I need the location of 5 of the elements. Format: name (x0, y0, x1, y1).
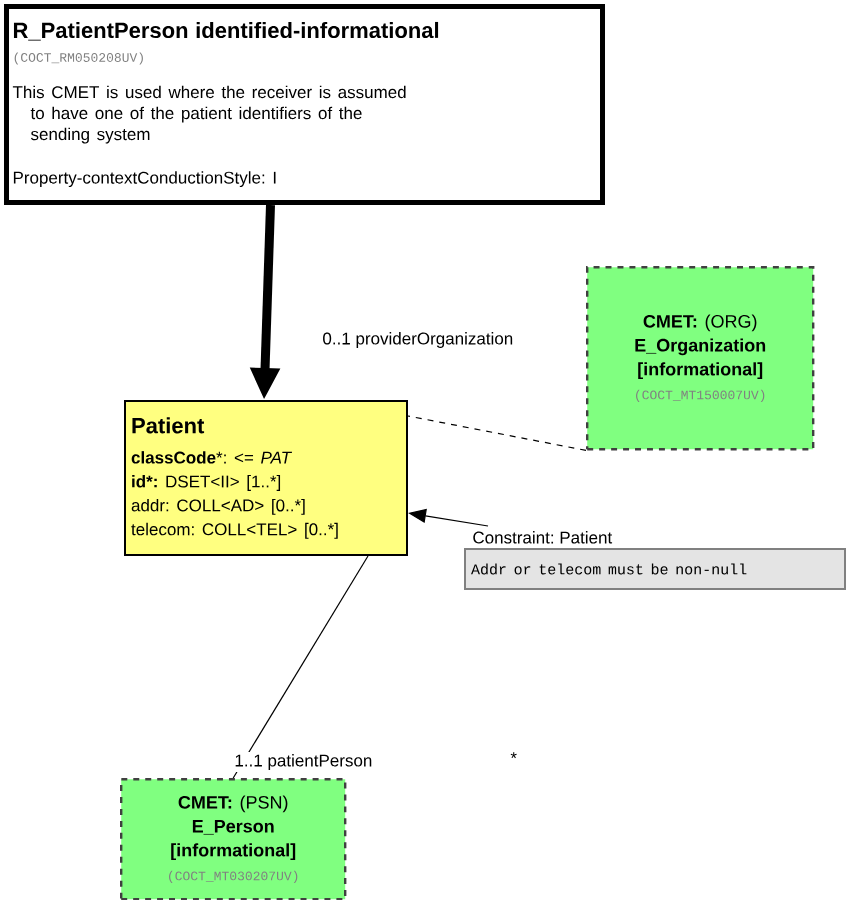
constraint-heading: Constraint: Patient (470, 529, 615, 546)
multiplicity-label: * (510, 752, 517, 759)
edge-label: 1..1 patientPerson (232, 752, 375, 772)
edge-label: 0..1 providerOrganization (320, 330, 516, 350)
class-box: Patient classCode*: <= PAT id*: DSET<II> [1..*] addr: COLL<AD> [0..*] telecom: COLL<TEL> [0..*] (124, 400, 408, 556)
